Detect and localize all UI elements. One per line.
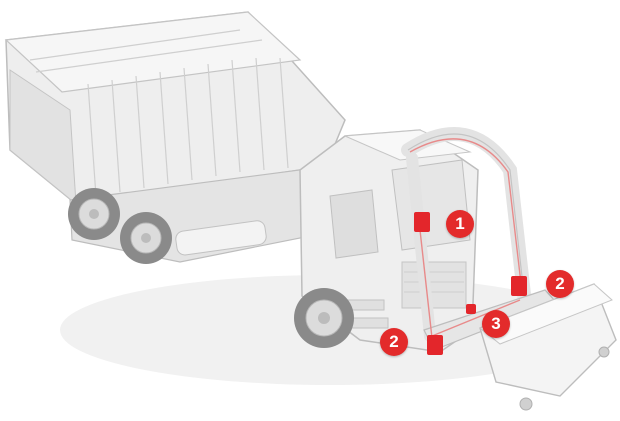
- marker-badge-2-right[interactable]: 2: [546, 270, 574, 298]
- front-wheel: [294, 288, 354, 348]
- step: [348, 318, 388, 328]
- grille: [402, 262, 466, 308]
- sensor-block: [511, 276, 527, 296]
- bin-wheel: [520, 398, 532, 410]
- marker-badge-3[interactable]: 3: [482, 310, 510, 338]
- sensor-block: [466, 304, 476, 314]
- sensor-block: [414, 212, 430, 232]
- bin-wheel: [599, 347, 609, 357]
- rear-wheel: [120, 212, 172, 264]
- marker-badge-1[interactable]: 1: [446, 210, 474, 238]
- sensor-block: [427, 335, 443, 355]
- marker-badge-2-left[interactable]: 2: [380, 328, 408, 356]
- side-window: [330, 190, 378, 258]
- rear-wheel: [68, 188, 120, 240]
